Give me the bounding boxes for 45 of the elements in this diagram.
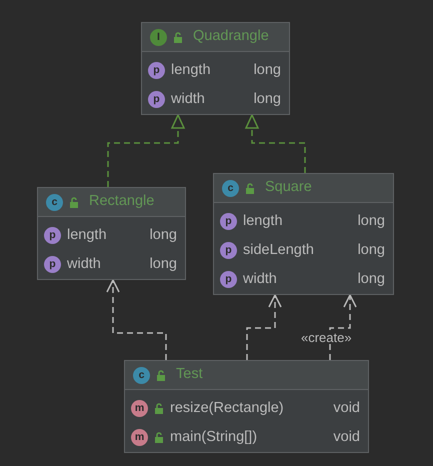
class-name: Quadrangle — [193, 27, 269, 46]
member-type-badge: m — [131, 400, 148, 417]
dependency-arrow — [329, 294, 357, 360]
member-type-badge: p — [220, 213, 237, 230]
return-type: long — [358, 270, 386, 289]
member-type-badge: p — [44, 256, 61, 273]
class-box — [37, 187, 186, 280]
return-type: long — [358, 212, 386, 231]
realization-arrow — [245, 114, 306, 173]
member-type-badge: c — [222, 180, 239, 196]
class-box — [124, 360, 369, 453]
method-name: main(String[]) — [170, 428, 258, 447]
class-box — [141, 22, 290, 115]
return-type: void — [333, 398, 361, 418]
member-type-badge: p — [148, 91, 165, 108]
field-name: width — [243, 270, 277, 289]
return-type: long — [358, 240, 386, 260]
edge-label: «create» — [300, 331, 353, 344]
return-type: long — [150, 226, 178, 245]
class-name: Test — [176, 365, 203, 384]
member-type-badge: p — [220, 271, 237, 288]
member-type-badge: p — [148, 62, 165, 79]
class-name: Rectangle — [89, 192, 154, 212]
member-type-badge: p — [44, 227, 61, 244]
return-type: void — [333, 428, 361, 447]
return-type: long — [254, 90, 282, 109]
member-type-badge: p — [220, 242, 237, 259]
field-name: sideLength — [243, 240, 314, 260]
field-name: width — [171, 90, 205, 109]
class-name: Square — [265, 178, 312, 198]
member-type-badge: c — [46, 194, 63, 210]
field-name: length — [243, 212, 283, 231]
member-type-badge: c — [133, 366, 150, 384]
field-name: width — [67, 254, 101, 274]
member-type-badge: I — [150, 28, 167, 46]
dependency-arrow — [246, 294, 282, 360]
return-type: long — [150, 254, 178, 274]
class-box — [213, 173, 394, 295]
return-type: long — [254, 60, 282, 80]
method-name: resize(Rectangle) — [170, 398, 284, 418]
field-name: length — [171, 60, 211, 80]
realization-arrow — [107, 114, 185, 187]
member-type-badge: m — [131, 429, 148, 446]
field-name: length — [67, 226, 107, 245]
dependency-arrow — [106, 279, 167, 360]
